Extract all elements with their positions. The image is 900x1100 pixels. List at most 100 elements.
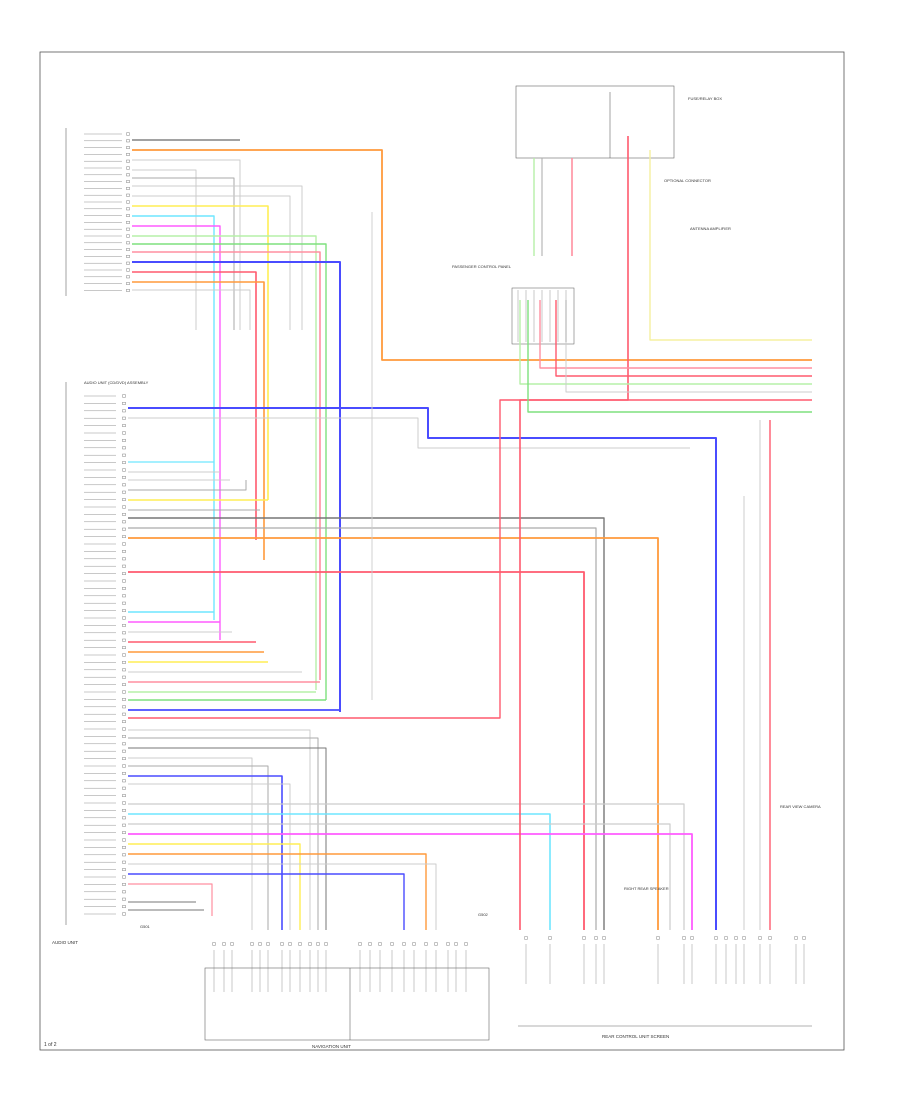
lower-audio-pin <box>122 853 126 857</box>
wire-pass-green-b <box>527 300 812 413</box>
navigation-pin <box>358 942 362 946</box>
rear-screen-pin <box>734 936 738 940</box>
rear-screen-pin <box>548 936 552 940</box>
lower-audio-pin <box>122 550 126 553</box>
rear-screen-pin <box>690 936 694 940</box>
lower-audio-pin <box>122 831 126 835</box>
wire-gray-b <box>132 169 197 330</box>
navigation-pin <box>324 942 328 946</box>
lower-audio-pin <box>122 646 126 650</box>
wire-orange-lower <box>128 537 659 930</box>
lower-audio-pin <box>122 661 126 664</box>
passenger-connector-label: PASSENGER CONTROL PANEL <box>452 264 512 269</box>
lower-audio-pin <box>122 801 126 805</box>
lower-audio-pin <box>122 453 126 457</box>
lower-audio-pin <box>122 439 126 442</box>
rear-screen-pin <box>582 936 586 940</box>
lower-audio-pin <box>122 749 126 753</box>
lower-audio-pin <box>122 402 126 405</box>
wire-pass-red <box>555 300 812 377</box>
navigation-pin <box>446 942 450 946</box>
lower-audio-pin <box>122 772 126 775</box>
navigation-pin <box>316 942 320 946</box>
lower-audio-pin <box>122 535 126 539</box>
wire-gray-nav-e <box>128 765 269 930</box>
lower-audio-pin <box>122 461 126 464</box>
navigation-pin <box>298 942 302 946</box>
navigation-connector-housing <box>204 967 490 1041</box>
lower-audio-pin <box>122 742 126 746</box>
rear-screen-pin <box>768 936 772 940</box>
label-group <box>84 133 805 992</box>
upper-audio-pin <box>126 159 130 163</box>
lower-audio-pin <box>122 846 126 849</box>
lower-audio-pin <box>122 860 126 864</box>
lower-audio-pin <box>122 476 126 479</box>
diagram-frame <box>39 51 845 1051</box>
wire-gray-nav-f <box>128 783 291 930</box>
upper-audio-pin <box>126 193 130 197</box>
lower-audio-pin <box>122 712 126 716</box>
rear-screen-pin <box>802 936 806 940</box>
rear-screen-pin <box>524 936 528 940</box>
lower-audio-pin <box>122 542 126 546</box>
navigation-pin <box>250 942 254 946</box>
lower-audio-pin <box>122 653 126 657</box>
lower-audio-pin <box>122 757 126 761</box>
lower-audio-pin <box>122 720 126 724</box>
wire-gray-c <box>132 177 235 330</box>
lower-audio-pin <box>122 890 126 894</box>
navigation-pin <box>308 942 312 946</box>
navigation-pin <box>280 942 284 946</box>
upper-audio-pin <box>126 173 130 177</box>
lower-audio-pin <box>122 446 126 450</box>
upper-audio-pin <box>126 180 130 183</box>
wire-red-lower <box>128 571 585 930</box>
wire-gray-nav-g <box>128 863 437 930</box>
wire-pink-ground <box>128 883 213 916</box>
upper-audio-pin <box>126 268 130 272</box>
wire-gray-nav-d <box>128 757 253 930</box>
lower-audio-pin <box>122 594 126 598</box>
upper-audio-pin <box>126 275 130 279</box>
lower-audio-pin <box>122 624 126 627</box>
lower-audio-pin <box>122 638 126 642</box>
wire-gray-lower-d <box>128 480 247 491</box>
wire-gray-a <box>132 159 241 330</box>
lower-audio-pin <box>122 764 126 768</box>
upper-audio-pin <box>126 289 130 292</box>
wire-top-yellow <box>649 150 812 341</box>
wire-cyan-upper <box>132 215 215 620</box>
lower-audio-pin <box>122 394 126 398</box>
lower-audio-pin <box>122 520 126 524</box>
ground-b-label: G502 <box>478 912 489 917</box>
lower-audio-pin <box>122 809 126 812</box>
rear-screen-pin <box>602 936 606 940</box>
lower-audio-pin <box>122 631 126 635</box>
wire-pass-pink <box>539 300 812 369</box>
navigation-pin <box>222 942 226 946</box>
lower-audio-pin <box>122 683 126 687</box>
wire-blue-nav <box>128 775 283 930</box>
wire-red-to-right <box>128 399 812 719</box>
upper-audio-pin <box>126 146 130 149</box>
lower-audio-pin <box>122 690 126 694</box>
rear-screen-pin <box>742 936 746 940</box>
navigation-pin <box>412 942 416 946</box>
wire-gray-long-a <box>128 803 685 930</box>
lower-audio-pin <box>122 816 126 820</box>
navigation-pin <box>390 942 394 946</box>
upper-audio-pin <box>126 254 130 258</box>
lower-audio-pin <box>122 498 126 501</box>
wire-magenta-long <box>128 833 693 930</box>
upper-audio-pin <box>126 200 130 204</box>
page-number: 1 of 2 <box>44 1042 57 1048</box>
top-module-box <box>515 85 675 159</box>
lower-audio-pin <box>122 557 126 561</box>
rear-screen-label: REAR CONTROL UNIT SCREEN <box>602 1034 669 1039</box>
wire-gray-nav-b <box>128 737 319 930</box>
wire-blue-upper <box>132 261 341 712</box>
upper-audio-pin <box>126 152 130 156</box>
wire-group <box>128 136 812 930</box>
wire-gray-nav-c <box>128 747 327 930</box>
